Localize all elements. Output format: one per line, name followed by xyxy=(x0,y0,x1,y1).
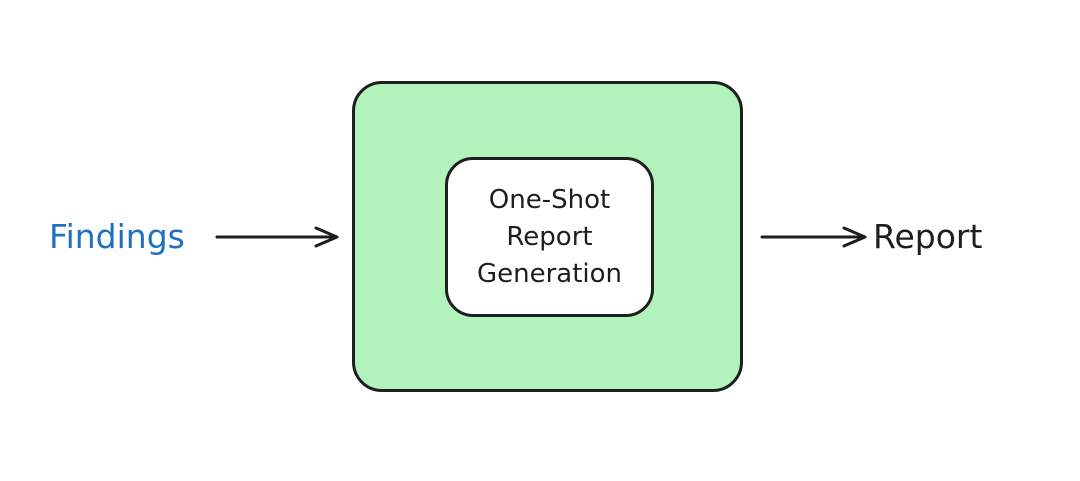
input-arrow xyxy=(215,226,339,248)
output-label: Report xyxy=(873,217,983,256)
input-label: Findings xyxy=(49,217,185,256)
output-arrow xyxy=(760,226,867,248)
process-label-line-2: Report xyxy=(506,221,593,252)
process-label-line-3: Generation xyxy=(476,258,623,289)
process-label-line-1: One-Shot xyxy=(488,184,611,215)
process-node: One-Shot Report Generation xyxy=(445,157,654,317)
